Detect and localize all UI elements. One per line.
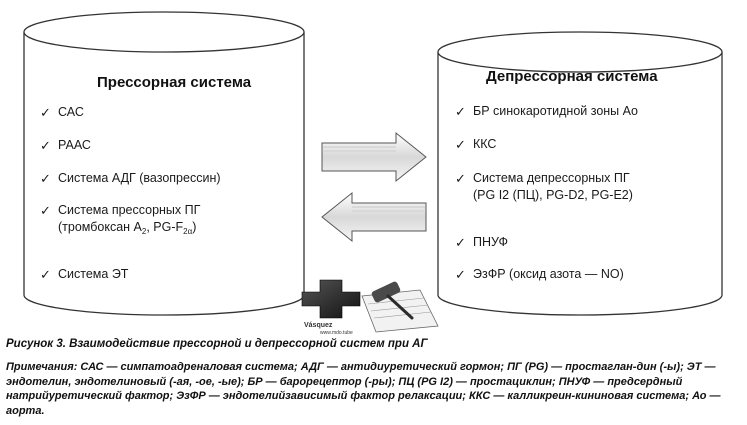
pressor-cylinder [23,11,305,316]
checkmark-icon: ✓ [455,235,466,250]
checkmark-icon: ✓ [40,138,51,153]
depressor-cylinder [437,31,723,316]
depressor-item-label: ПНУФ [473,235,509,249]
depressor-system-title: Депрессорная система [486,68,658,85]
pg-line2-sub1: 2 [141,227,147,236]
depressor-item-label: ККС [473,137,497,151]
medical-law-logo-icon [301,279,439,333]
checkmark-icon: ✓ [455,171,466,186]
depressor-item-label: ЭзФР (оксид азота — NO) [473,267,624,281]
depressor-item-br: ✓ БР синокаротидной зоны Ао [455,103,638,120]
checkmark-icon: ✓ [40,267,51,282]
checkmark-icon: ✓ [455,104,466,119]
pressor-item-label: САС [58,105,84,119]
arrow-right-icon [321,131,427,183]
depressor-item-pg: ✓ Система депрессорных ПГ (PG I2 (ПЦ), P… [455,170,633,204]
pressor-system-title: Прессорная система [97,74,252,91]
depressor-item-ezfr: ✓ ЭзФР (оксид азота — NO) [455,266,624,283]
depressor-item-kks: ✓ ККС [455,136,496,153]
pg-line2-part-a: (тромбоксан А [58,220,142,234]
checkmark-icon: ✓ [455,267,466,282]
pg-line2-part-b: , PG-F [146,220,184,234]
pressor-item-label: Система ЭТ [58,267,129,281]
pg-line2-part-c: ) [192,220,197,234]
checkmark-icon: ✓ [40,105,51,120]
pg-line2-sub2: 2α [183,227,193,236]
depressor-pg-line1: Система депрессорных ПГ [473,171,630,185]
depressor-pg-line2: (PG I2 (ПЦ), PG-D2, PG-E2) [473,188,633,202]
checkmark-icon: ✓ [455,137,466,152]
pressor-item-et: ✓ Система ЭТ [40,266,128,283]
checkmark-icon: ✓ [40,203,51,218]
pressor-item-raas: ✓ РААС [40,137,91,154]
pressor-item-label: РААС [58,138,91,152]
logo-watermark-name: Vásquez [304,322,333,329]
depressor-item-label: БР синокаротидной зоны Ао [473,104,638,118]
checkmark-icon: ✓ [40,171,51,186]
pressor-item-pg: ✓ Система прессорных ПГ (тромбоксан А2, … [40,202,200,240]
pressor-item-label: Система прессорных ПГ (тромбоксан А2, PG… [58,202,200,240]
pressor-pg-line1: Система прессорных ПГ [58,203,201,217]
depressor-item-pnuf: ✓ ПНУФ [455,234,508,251]
depressor-item-label: Система депрессорных ПГ (PG I2 (ПЦ), PG-… [473,170,633,204]
figure-notes: Примечания: САС — симпатоадреналовая сис… [6,361,721,417]
pressor-item-sas: ✓ САС [40,104,84,121]
arrow-left-icon [321,191,427,243]
logo-watermark-url: www.mdo.tube [320,330,353,336]
pressor-pg-line2: (тромбоксан А2, PG-F2α) [58,220,197,236]
figure-caption: Рисунок 3. Взаимодействие прессорной и д… [6,338,428,350]
pressor-item-adh: ✓ Система АДГ (вазопрессин) [40,170,221,187]
pressor-item-label: Система АДГ (вазопрессин) [58,171,221,185]
